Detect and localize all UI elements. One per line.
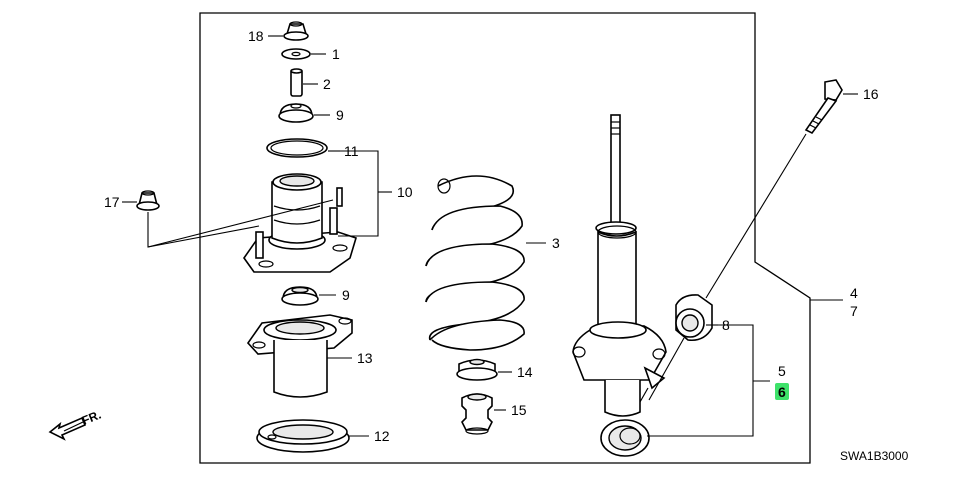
callout-13: 13 bbox=[357, 350, 373, 366]
callout-1: 1 bbox=[332, 46, 340, 62]
diagram-frame bbox=[199, 12, 811, 464]
part-18-nut[interactable] bbox=[283, 21, 309, 41]
part-5-6-shock-absorber[interactable] bbox=[572, 114, 667, 457]
callout-7: 7 bbox=[850, 303, 858, 319]
callout-3: 3 bbox=[552, 235, 560, 251]
part-3-coil-spring[interactable] bbox=[425, 175, 525, 351]
part-9-lower-bushing[interactable] bbox=[281, 286, 319, 306]
part-10-upper-mount[interactable] bbox=[243, 173, 357, 273]
callout-2: 2 bbox=[323, 76, 331, 92]
callout-14: 14 bbox=[517, 364, 533, 380]
part-14-bump-cap[interactable] bbox=[456, 358, 498, 381]
callout-6-highlight bbox=[775, 383, 789, 400]
part-12-lower-spring-seat[interactable] bbox=[256, 419, 350, 453]
callout-12: 12 bbox=[374, 428, 390, 444]
callout-15: 15 bbox=[511, 402, 527, 418]
callout-9-upper: 9 bbox=[336, 107, 344, 123]
part-16-bolt[interactable] bbox=[804, 79, 843, 135]
part-9-upper-bushing[interactable] bbox=[278, 103, 314, 123]
callout-17: 17 bbox=[104, 194, 120, 210]
callout-9-lower: 9 bbox=[342, 287, 350, 303]
part-1-washer[interactable] bbox=[281, 48, 311, 60]
callout-4: 4 bbox=[850, 285, 858, 301]
front-direction-arrow-icon bbox=[48, 416, 87, 441]
part-11-ring[interactable] bbox=[266, 138, 328, 158]
callout-18: 18 bbox=[248, 28, 264, 44]
callout-6[interactable]: 6 bbox=[778, 384, 786, 400]
part-15-bump-rubber[interactable] bbox=[461, 393, 493, 435]
callout-10: 10 bbox=[397, 184, 413, 200]
part-13-spring-seat[interactable] bbox=[246, 314, 353, 398]
callout-16: 16 bbox=[863, 86, 879, 102]
part-17-nut[interactable] bbox=[136, 190, 160, 211]
diagram-code: SWA1B3000 bbox=[840, 449, 909, 463]
part-8-bushing[interactable] bbox=[675, 294, 713, 342]
part-2-collar[interactable] bbox=[290, 68, 303, 97]
front-direction-label: FR. bbox=[80, 408, 103, 428]
callout-5: 5 bbox=[778, 363, 786, 379]
